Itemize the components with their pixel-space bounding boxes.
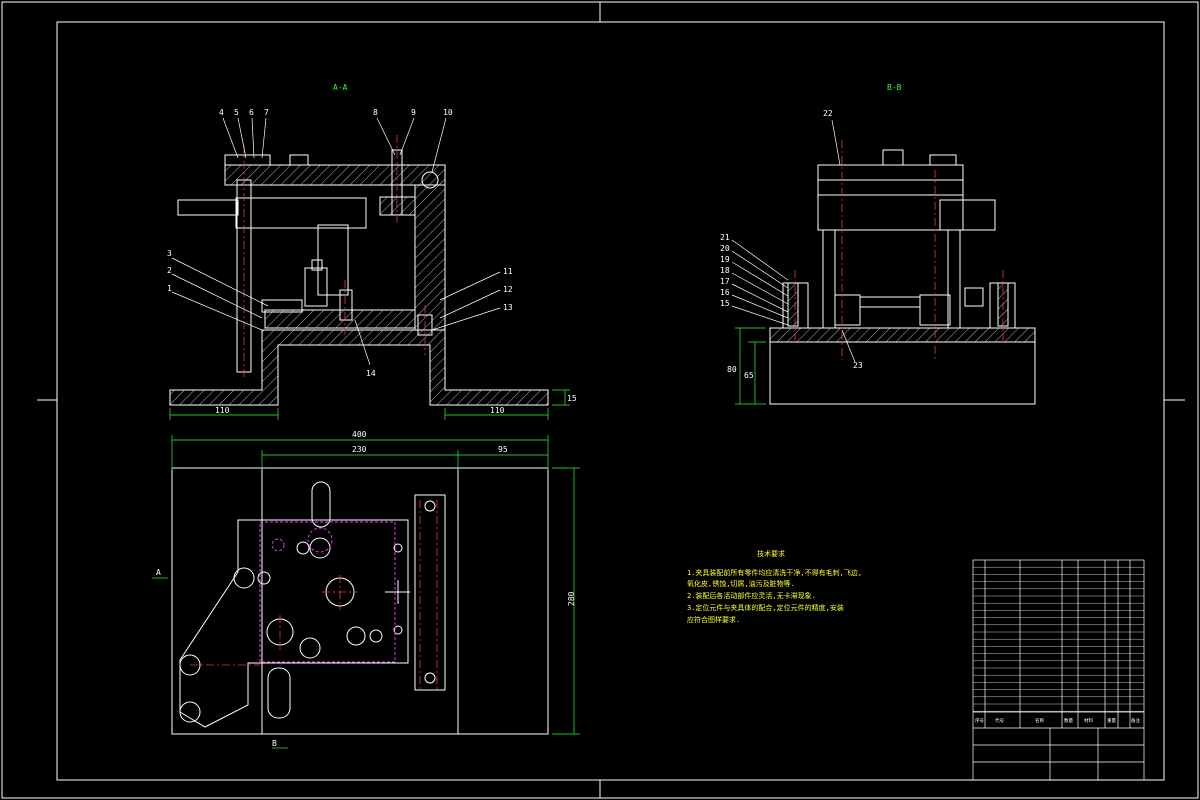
title-block [972, 559, 1145, 781]
dim-overall-width: 400 [352, 430, 367, 439]
callout-17: 17 [720, 277, 730, 286]
bom-header-remark: 备注 [1131, 717, 1140, 724]
note-line-3: 2.装配后各活动部件应灵活,无卡滞现象. [687, 591, 816, 600]
section-aa-view: A-A [167, 83, 577, 420]
callout-20: 20 [720, 244, 730, 253]
bom-header-qty: 数量 [1064, 717, 1073, 724]
bom-header-weight: 重量 [1107, 717, 1116, 724]
dim-230: 230 [352, 445, 367, 454]
notes-heading: 技术要求 [757, 549, 785, 558]
dim-95: 95 [498, 445, 508, 454]
callout-7: 7 [264, 108, 269, 117]
bom-rows [973, 567, 1144, 712]
bom-header-code: 代号 [995, 717, 1004, 724]
callout-16: 16 [720, 288, 730, 297]
callout-22: 22 [823, 109, 833, 118]
dim-bb-65: 65 [744, 371, 754, 380]
callout-12: 12 [503, 285, 513, 294]
dim-280: 280 [567, 591, 576, 606]
callout-4: 4 [219, 108, 224, 117]
callout-13: 13 [503, 303, 513, 312]
callout-14: 14 [366, 369, 376, 378]
callout-15: 15 [720, 299, 730, 308]
dim-base-left: 110 [215, 406, 230, 415]
bom-header: 序号 代号 名称 数量 材料 重量 备注 [975, 717, 1140, 724]
note-line-4: 3.定位元件与夹具体的配合,定位元件的精度,安装 [687, 603, 844, 612]
callout-23: 23 [853, 361, 863, 370]
bom-header-material: 材料 [1084, 717, 1093, 724]
section-bb-title: B-B [887, 83, 902, 92]
bom-header-name: 名称 [1035, 717, 1044, 724]
dim-bb-80: 80 [727, 365, 737, 374]
plan-view: 400 230 95 280 A B [152, 430, 580, 749]
callout-19: 19 [720, 255, 730, 264]
section-bb-view: B-B [720, 83, 1036, 405]
callout-10: 10 [443, 108, 453, 117]
callout-5: 5 [234, 108, 239, 117]
callout-8: 8 [373, 108, 378, 117]
callout-9: 9 [411, 108, 416, 117]
callout-11: 11 [503, 267, 513, 276]
section-aa-title: A-A [333, 83, 348, 92]
bom-header-no: 序号 [975, 717, 984, 724]
dim-base-height: 15 [567, 394, 577, 403]
note-line-1: 1.夹具装配前所有零件均应清洗干净,不得有毛刺,飞边, [687, 568, 862, 577]
callout-3: 3 [167, 249, 172, 258]
dim-base-right: 110 [490, 406, 505, 415]
callout-18: 18 [720, 266, 730, 275]
technical-notes: 技术要求 1.夹具装配前所有零件均应清洗干净,不得有毛刺,飞边, 氧化皮,锈蚀,… [687, 549, 862, 624]
callout-6: 6 [249, 108, 254, 117]
note-line-2: 氧化皮,锈蚀,切屑,油污及脏物等. [687, 579, 795, 588]
marker-b: B [272, 739, 277, 748]
marker-a: A [156, 568, 161, 577]
callout-2: 2 [167, 266, 172, 275]
callout-1: 1 [167, 284, 172, 293]
note-line-5: 应符合图样要求. [687, 615, 740, 624]
callout-21: 21 [720, 233, 730, 242]
